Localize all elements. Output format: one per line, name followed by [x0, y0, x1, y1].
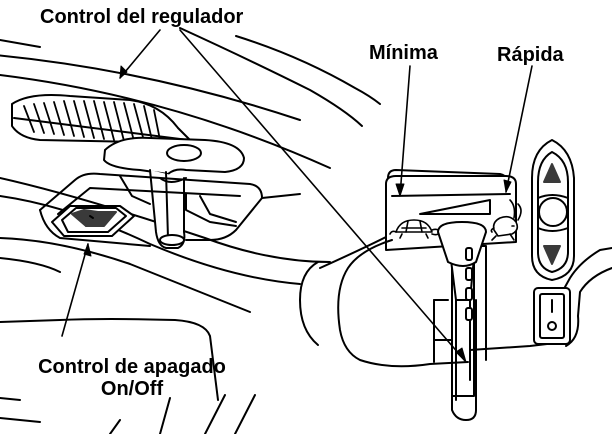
shutoff-control-label: Control de apagado On/Off [16, 356, 248, 400]
throttle-lever [11, 94, 245, 249]
control-housing [39, 172, 301, 247]
speed-lever [433, 221, 487, 421]
rocker-switch [51, 205, 135, 237]
minimum-speed-label: Mínima [369, 42, 438, 64]
panel-power-switch [533, 287, 571, 345]
body-panel-lines [0, 27, 381, 434]
grip-ribs [23, 100, 161, 142]
arrowheads [83, 65, 512, 363]
shutoff-label-line1: Control de apagado [38, 356, 226, 378]
rabbit-icon [490, 199, 522, 241]
shutoff-label-line2: On/Off [100, 378, 164, 400]
capsule-control [531, 139, 575, 281]
throttle-control-label: Control del regulador [40, 6, 244, 28]
fast-speed-label: Rápida [497, 44, 564, 66]
leader-lines [61, 29, 533, 363]
